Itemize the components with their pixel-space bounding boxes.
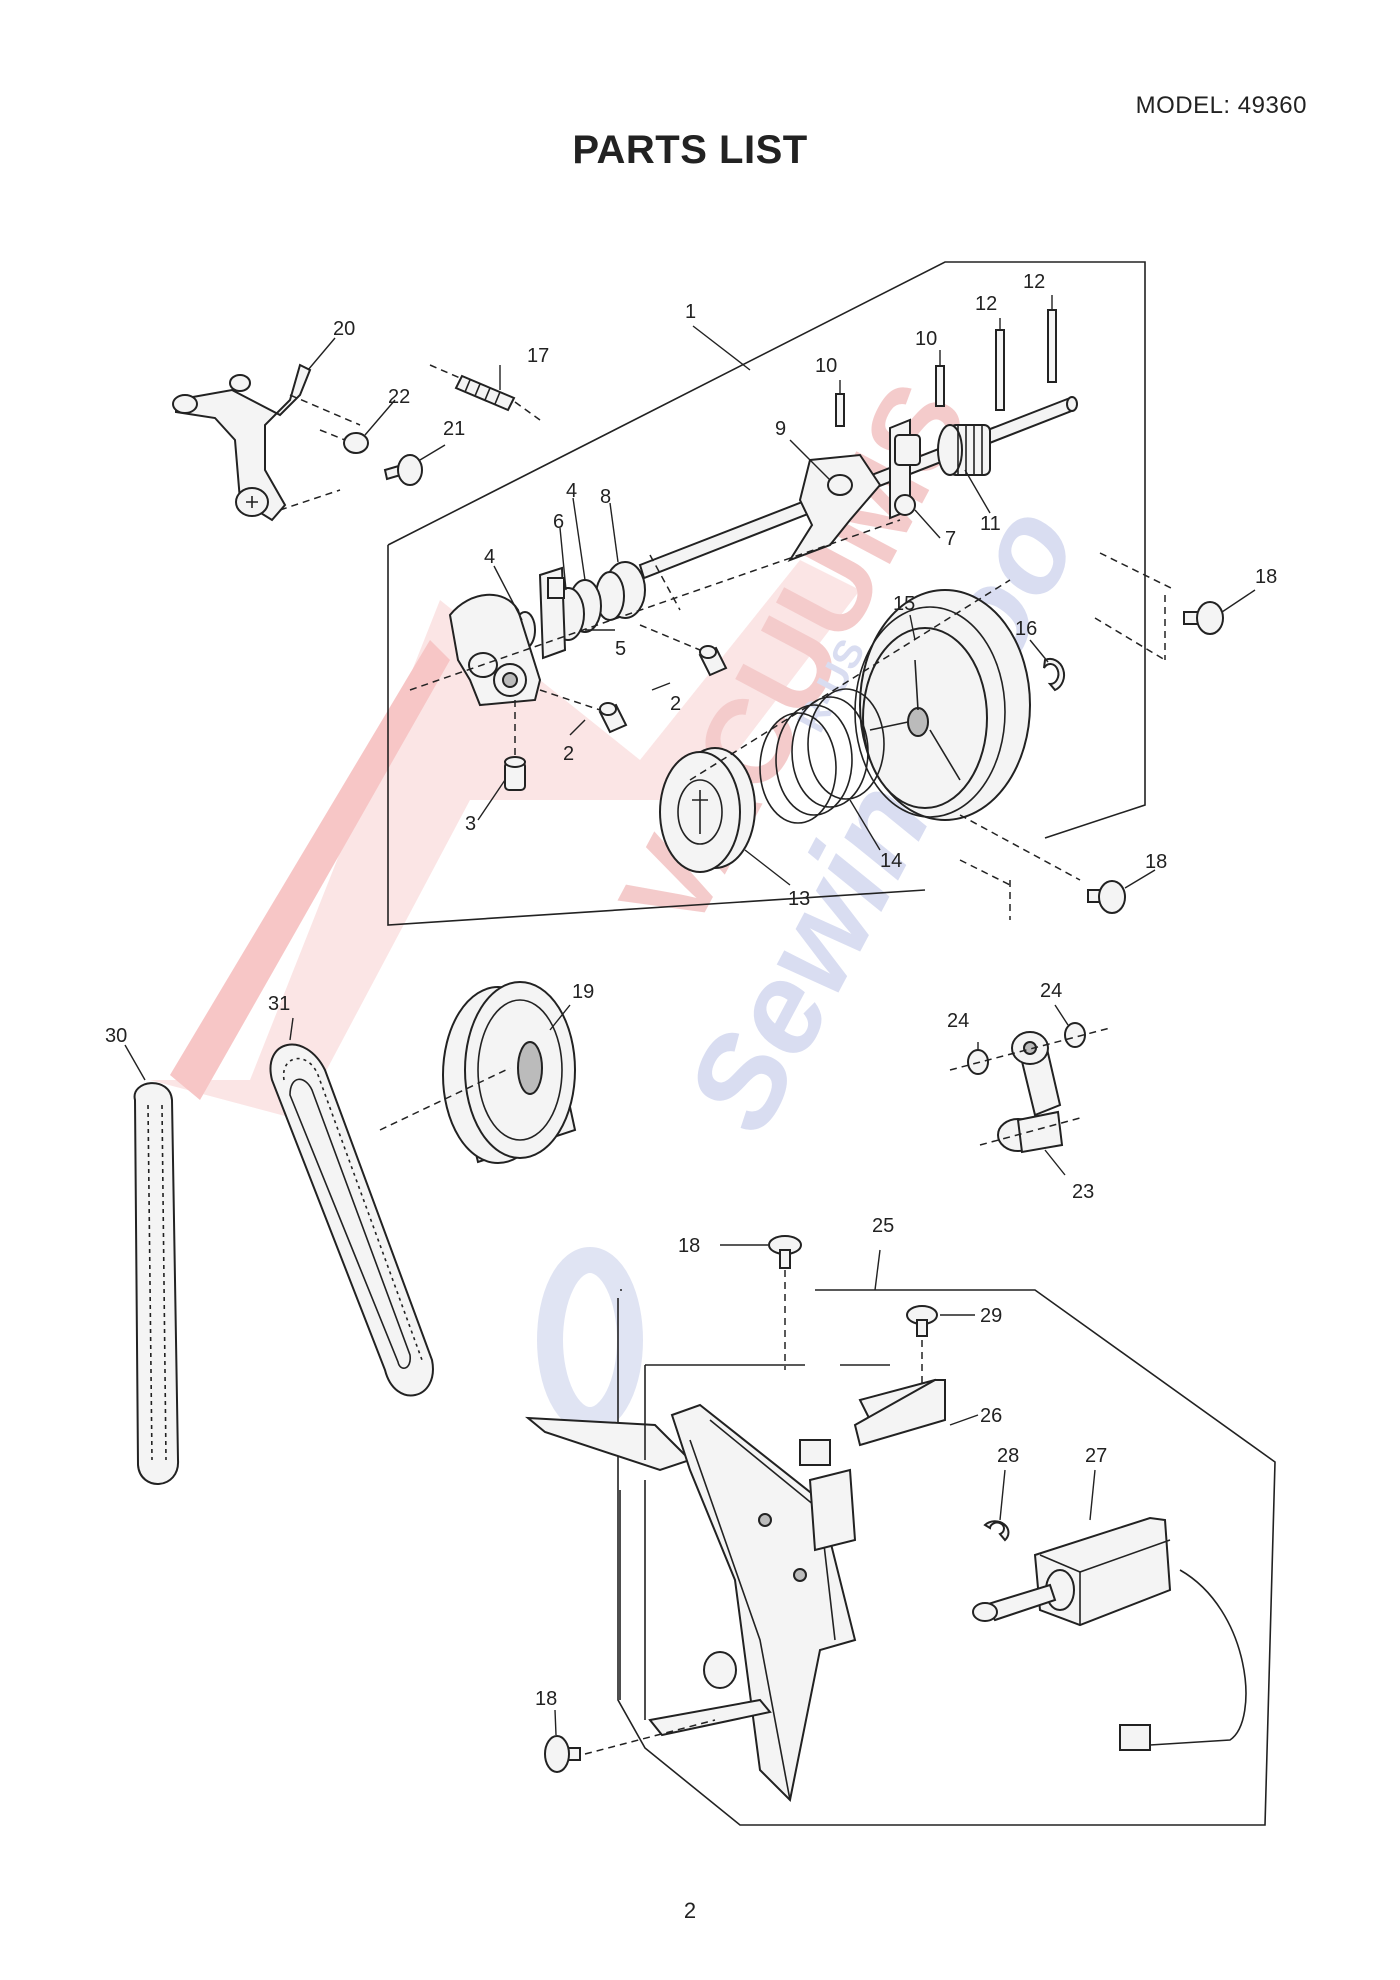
callout-20: 20: [333, 318, 355, 340]
callout-18b: 18: [1145, 851, 1167, 873]
callout-18d: 18: [535, 1688, 557, 1710]
callout-30: 30: [105, 1025, 127, 1047]
callout-25: 25: [872, 1215, 894, 1237]
callout-31: 31: [268, 993, 290, 1015]
callout-10b: 10: [915, 328, 937, 350]
link-part: [997, 1031, 1064, 1154]
callout-7: 7: [945, 528, 956, 550]
callout-11: 11: [980, 513, 1001, 535]
callout-21: 21: [443, 418, 465, 440]
callout-13: 13: [788, 888, 810, 910]
callout-17: 17: [527, 345, 549, 367]
leader-lines: [124, 295, 1256, 1736]
shaft-assembly-frame: [387, 261, 1146, 926]
set-screw-3: [504, 756, 526, 791]
callout-28: 28: [997, 1445, 1019, 1467]
bushing-block: [538, 566, 567, 660]
callout-3: 3: [465, 813, 476, 835]
idler-part: [442, 981, 577, 1164]
screw-18-upper: [768, 1235, 802, 1269]
callout-1: 1: [685, 301, 696, 323]
unit-body: [525, 1378, 946, 1803]
screw-part: [383, 454, 423, 486]
callout-14: 14: [880, 850, 902, 872]
watermark: VACUUMS Sewing too R-US: [150, 361, 1105, 1433]
callout-6: 6: [553, 511, 564, 533]
coupling-part: [595, 561, 646, 621]
screw-18-top: [1183, 601, 1224, 635]
solenoid-part: [972, 1516, 1247, 1751]
belt-30-part: [133, 1082, 180, 1485]
callout-12a: 12: [975, 293, 997, 315]
callout-29: 29: [980, 1305, 1002, 1327]
screw-18-mid: [1087, 880, 1126, 914]
page-title: PARTS LIST: [572, 128, 808, 172]
page-number: 2: [683, 1898, 697, 1923]
alignment-lines: [409, 519, 1176, 920]
set-screw-part: [454, 374, 516, 412]
set-screw-2b: [598, 702, 628, 734]
pulley-part: [854, 589, 1031, 821]
callout-labels: 1 2 2 3 4 4 5 6 7 8 9 10 10 11 12 12 13 …: [105, 271, 1277, 1710]
callout-9: 9: [775, 418, 786, 440]
callout-24b: 24: [1040, 980, 1062, 1002]
callout-24a: 24: [947, 1010, 969, 1032]
e-ring-28-part: [983, 1520, 1010, 1542]
callout-27: 27: [1085, 1445, 1107, 1467]
callout-15: 15: [893, 593, 915, 615]
spring-part: [759, 688, 885, 824]
callout-16: 16: [1015, 618, 1037, 640]
callout-18a: 18: [1255, 566, 1277, 588]
callout-18c: 18: [678, 1235, 700, 1257]
callout-10a: 10: [815, 355, 837, 377]
callout-26: 26: [980, 1405, 1002, 1427]
model-number: MODEL: 49360: [1135, 92, 1307, 119]
screw-29-part: [906, 1305, 938, 1337]
callout-4a: 4: [484, 546, 495, 568]
callout-19: 19: [572, 981, 594, 1003]
e-ring-part: [1043, 657, 1066, 692]
callout-5: 5: [615, 638, 626, 660]
belt-31-part: [269, 1043, 434, 1397]
clutch-part: [659, 747, 756, 873]
callout-2b: 2: [563, 743, 574, 765]
bracket-block: [889, 418, 921, 520]
unit-assembly-frame: [617, 1289, 1276, 1826]
gear-part: [937, 424, 991, 476]
lever-part: [172, 363, 312, 522]
crank-arm: [448, 593, 542, 707]
callout-4b: 4: [566, 480, 577, 502]
callout-2a: 2: [670, 693, 681, 715]
frame-guides: [619, 1364, 890, 1720]
callout-8: 8: [600, 486, 611, 508]
washer-part: [343, 432, 369, 454]
callout-23: 23: [1072, 1181, 1094, 1203]
callout-22: 22: [388, 386, 410, 408]
washer-24b: [1064, 1022, 1086, 1048]
set-screw-2a: [698, 645, 728, 677]
screw-18-lower: [544, 1735, 581, 1773]
callout-12b: 12: [1023, 271, 1045, 293]
